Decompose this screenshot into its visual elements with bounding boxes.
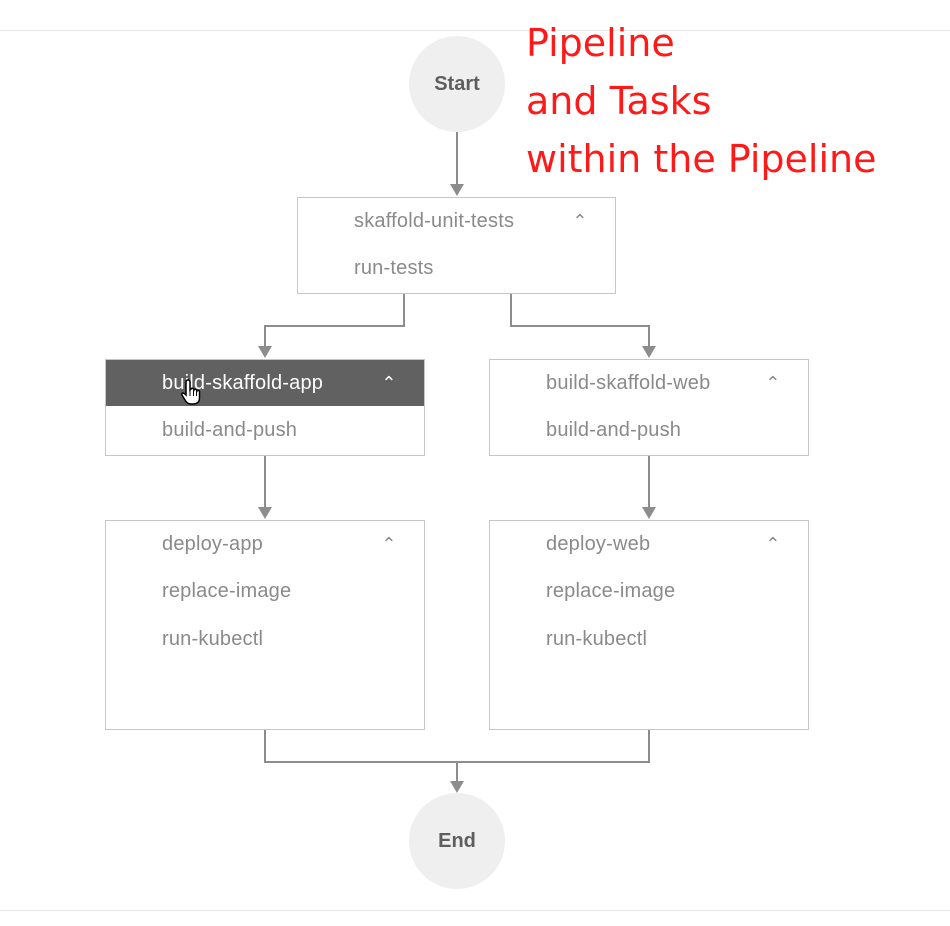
task-header[interactable]: build-skaffold-web ⌃: [490, 360, 808, 406]
annotation-line: Pipeline: [526, 21, 675, 65]
task-header[interactable]: skaffold-unit-tests ⌃: [298, 198, 615, 244]
task-name: skaffold-unit-tests: [354, 209, 515, 232]
chevron-up-icon[interactable]: ⌃: [765, 373, 781, 393]
overlay-annotation: Pipeline and Tasks within the Pipeline: [526, 14, 877, 188]
step-name: build-and-push: [162, 418, 298, 441]
start-label: Start: [434, 72, 480, 95]
task-step[interactable]: build-and-push: [106, 406, 424, 454]
step-name: replace-image: [162, 579, 292, 602]
annotation-line: within the Pipeline: [526, 137, 877, 181]
chevron-up-icon[interactable]: ⌃: [381, 373, 397, 393]
edge-unit-tests-to-build-web: [510, 294, 650, 348]
bottom-divider: [0, 910, 950, 911]
arrowhead: [258, 507, 272, 519]
arrowhead: [642, 346, 656, 358]
end-node: End: [409, 793, 505, 889]
task-step[interactable]: run-kubectl: [490, 615, 808, 663]
task-node-deploy-web[interactable]: deploy-web ⌃ replace-image run-kubectl: [489, 520, 809, 730]
start-node: Start: [409, 36, 505, 132]
end-label: End: [438, 829, 476, 852]
chevron-up-icon[interactable]: ⌃: [381, 534, 397, 554]
hand-pointer-icon: [181, 379, 201, 405]
task-step[interactable]: replace-image: [490, 567, 808, 615]
arrowhead: [450, 184, 464, 196]
task-name: deploy-app: [162, 532, 263, 555]
task-node-deploy-app[interactable]: deploy-app ⌃ replace-image run-kubectl: [105, 520, 425, 730]
step-name: run-tests: [354, 256, 434, 279]
chevron-up-icon[interactable]: ⌃: [765, 534, 781, 554]
task-step[interactable]: build-and-push: [490, 406, 808, 454]
task-node-build-skaffold-app[interactable]: build-skaffold-app ⌃ build-and-push: [105, 359, 425, 456]
task-step[interactable]: run-kubectl: [106, 615, 424, 663]
step-name: replace-image: [546, 579, 676, 602]
edge-unit-tests-to-build-app: [264, 294, 405, 348]
arrowhead: [258, 346, 272, 358]
task-name: build-skaffold-web: [546, 371, 711, 394]
chevron-up-icon[interactable]: ⌃: [572, 211, 588, 231]
task-node-skaffold-unit-tests[interactable]: skaffold-unit-tests ⌃ run-tests: [297, 197, 616, 294]
task-name: deploy-web: [546, 532, 651, 555]
step-name: run-kubectl: [546, 627, 648, 650]
top-divider: [0, 30, 950, 31]
step-name: run-kubectl: [162, 627, 264, 650]
task-header[interactable]: deploy-app ⌃: [106, 521, 424, 567]
annotation-line: and Tasks: [526, 79, 712, 123]
task-node-build-skaffold-web[interactable]: build-skaffold-web ⌃ build-and-push: [489, 359, 809, 456]
task-step[interactable]: replace-image: [106, 567, 424, 615]
edge-deploy-to-end: [264, 730, 650, 763]
task-header[interactable]: deploy-web ⌃: [490, 521, 808, 567]
task-step[interactable]: run-tests: [298, 244, 615, 292]
arrowhead: [642, 507, 656, 519]
task-name: build-skaffold-app: [162, 371, 324, 394]
task-header-selected[interactable]: build-skaffold-app ⌃: [106, 360, 424, 406]
step-name: build-and-push: [546, 418, 682, 441]
arrowhead: [450, 781, 464, 793]
